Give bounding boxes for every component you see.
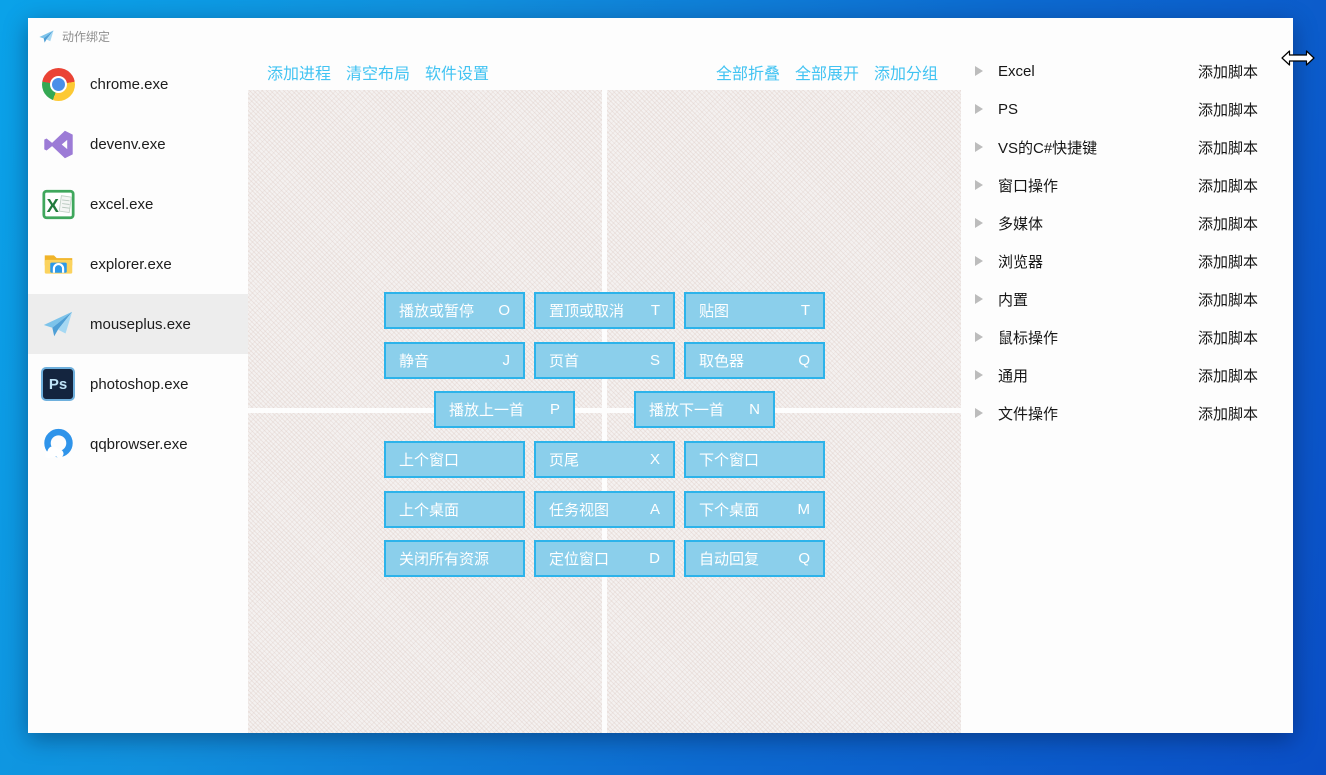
group-label: 窗口操作 [998, 177, 1059, 195]
window-title: 动作绑定 [62, 29, 111, 44]
visual-studio-icon [40, 126, 76, 162]
add-script-link[interactable]: 添加脚本 [1197, 215, 1258, 233]
chrome-icon [40, 66, 76, 102]
group-label: 通用 [998, 367, 1029, 385]
group-label: Excel [998, 62, 1035, 80]
toolbar: 添加进程 清空布局 软件设置 全部折叠 全部展开 添加分组 [248, 54, 961, 90]
group-row-ps: PS 添加脚本 [961, 90, 1293, 128]
group-row-excel: Excel 添加脚本 [961, 52, 1293, 90]
group-label: 浏览器 [998, 253, 1044, 271]
sidebar-item-excel[interactable]: X excel.exe [28, 174, 248, 234]
software-settings-link[interactable]: 软件设置 [425, 66, 490, 83]
group-row-browser: 浏览器 添加脚本 [961, 242, 1293, 280]
group-label: 鼠标操作 [998, 329, 1059, 347]
svg-text:X: X [46, 194, 59, 215]
expand-arrow-icon[interactable] [975, 370, 983, 380]
add-process-link[interactable]: 添加进程 [267, 66, 332, 83]
group-row-vs-csharp: VS的C#快捷键 添加脚本 [961, 128, 1293, 166]
toolbar-right-group: 全部折叠 全部展开 添加分组 [716, 60, 938, 84]
add-script-link[interactable]: 添加脚本 [1197, 253, 1258, 271]
group-row-window-ops: 窗口操作 添加脚本 [961, 166, 1293, 204]
photoshop-icon: Ps [40, 366, 76, 402]
action-binding-window: 动作绑定 chrome.exe devenv.exe [28, 18, 1293, 733]
expand-arrow-icon[interactable] [975, 294, 983, 304]
paper-plane-icon [39, 29, 54, 43]
sidebar-item-label: qqbrowser.exe [90, 435, 188, 453]
sidebar-item-photoshop[interactable]: Ps photoshop.exe [28, 354, 248, 414]
expand-arrow-icon[interactable] [975, 218, 983, 228]
add-script-link[interactable]: 添加脚本 [1197, 139, 1258, 157]
group-row-mouse-ops: 鼠标操作 添加脚本 [961, 318, 1293, 356]
group-label: VS的C#快捷键 [998, 139, 1098, 157]
expand-arrow-icon[interactable] [975, 66, 983, 76]
sidebar-item-mouseplus[interactable]: mouseplus.exe [28, 294, 248, 354]
excel-icon: X [40, 186, 76, 222]
sidebar-item-label: mouseplus.exe [90, 315, 191, 333]
sidebar-item-chrome[interactable]: chrome.exe [28, 54, 248, 114]
expand-arrow-icon[interactable] [975, 256, 983, 266]
add-script-link[interactable]: 添加脚本 [1197, 367, 1258, 385]
expand-arrow-icon[interactable] [975, 142, 983, 152]
expand-all-link[interactable]: 全部展开 [794, 66, 859, 83]
group-label: 内置 [998, 291, 1029, 309]
add-script-link[interactable]: 添加脚本 [1197, 405, 1258, 423]
add-group-link[interactable]: 添加分组 [873, 66, 938, 83]
qqbrowser-icon [40, 426, 76, 462]
add-script-link[interactable]: 添加脚本 [1197, 291, 1258, 309]
clear-layout-link[interactable]: 清空布局 [346, 66, 411, 83]
add-script-link[interactable]: 添加脚本 [1197, 177, 1258, 195]
process-sidebar: chrome.exe devenv.exe X exce [28, 54, 248, 733]
group-row-file-ops: 文件操作 添加脚本 [961, 394, 1293, 432]
action-button[interactable]: 上个桌面 [384, 491, 525, 528]
sidebar-item-label: photoshop.exe [90, 375, 189, 393]
sidebar-item-devenv[interactable]: devenv.exe [28, 114, 248, 174]
action-button[interactable]: 上个窗口 [384, 441, 525, 478]
add-script-link[interactable]: 添加脚本 [1197, 101, 1258, 119]
group-label: PS [998, 100, 1019, 118]
sidebar-item-label: devenv.exe [90, 135, 166, 153]
group-label: 文件操作 [998, 405, 1059, 423]
paper-plane-icon [40, 306, 76, 342]
expand-arrow-icon[interactable] [975, 332, 983, 342]
sidebar-item-explorer[interactable]: explorer.exe [28, 234, 248, 294]
toolbar-left-group: 添加进程 清空布局 软件设置 [267, 60, 489, 84]
expand-arrow-icon[interactable] [975, 104, 983, 114]
group-row-general: 通用 添加脚本 [961, 356, 1293, 394]
expand-arrow-icon[interactable] [975, 408, 983, 418]
action-button[interactable]: 下个窗口 [684, 441, 825, 478]
add-script-link[interactable]: 添加脚本 [1197, 329, 1258, 347]
sidebar-item-label: chrome.exe [90, 75, 169, 93]
group-label: 多媒体 [998, 215, 1044, 233]
script-groups-panel: Excel 添加脚本 PS 添加脚本 VS的C#快捷键 添加脚本 窗口操作 添加… [961, 18, 1293, 733]
explorer-folder-icon [40, 246, 76, 282]
collapse-all-link[interactable]: 全部折叠 [715, 66, 780, 83]
action-button[interactable]: 关闭所有资源 [384, 540, 525, 577]
sidebar-item-label: explorer.exe [90, 255, 172, 273]
expand-arrow-icon[interactable] [975, 180, 983, 190]
group-row-builtin: 内置 添加脚本 [961, 280, 1293, 318]
sidebar-item-label: excel.exe [90, 195, 154, 213]
group-row-multimedia: 多媒体 添加脚本 [961, 204, 1293, 242]
add-script-link[interactable]: 添加脚本 [1197, 63, 1258, 81]
sidebar-item-qqbrowser[interactable]: qqbrowser.exe [28, 414, 248, 474]
